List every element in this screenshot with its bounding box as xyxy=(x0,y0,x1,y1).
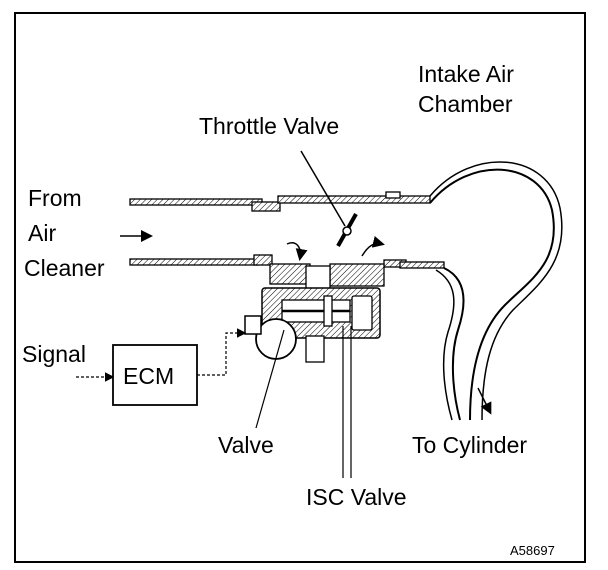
label-air: Air xyxy=(28,220,56,246)
label-cleaner: Cleaner xyxy=(24,255,105,281)
label-to-cylinder: To Cylinder xyxy=(412,432,527,458)
valve-actuator xyxy=(244,315,297,360)
intake-pipe-upper-wall xyxy=(129,191,431,212)
ecm-output-line xyxy=(197,328,247,376)
figure-code: A58697 xyxy=(510,543,555,558)
leader-lines xyxy=(255,326,352,478)
label-isc-valve: ISC Valve xyxy=(306,484,407,510)
label-ecm: ECM xyxy=(123,363,174,389)
label-from: From xyxy=(28,185,82,211)
throttle-valve xyxy=(300,150,358,247)
label-intake-air: Intake Air xyxy=(418,61,514,87)
label-signal: Signal xyxy=(22,341,86,367)
label-valve: Valve xyxy=(218,432,274,458)
air-flow-arrows xyxy=(120,230,492,415)
intake-pipe-lower-wall xyxy=(129,254,445,269)
label-throttle-valve: Throttle Valve xyxy=(199,113,339,139)
intake-air-chamber xyxy=(429,161,563,421)
label-chamber: Chamber xyxy=(418,91,513,117)
